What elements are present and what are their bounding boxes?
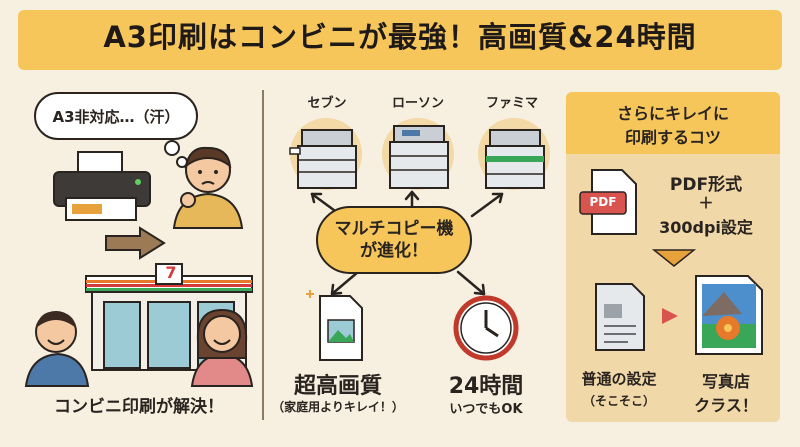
page-title: A3印刷はコンビニが最強！高画質&24時間 bbox=[103, 20, 697, 54]
store-label-lawson: ローソン bbox=[391, 96, 444, 111]
copier-familymart-icon bbox=[478, 118, 550, 190]
store-label-familymart: ファミマ bbox=[485, 96, 538, 111]
home-printer-icon bbox=[53, 151, 151, 221]
center-line-1: マルチコピー機 bbox=[334, 219, 454, 239]
image-document-icon bbox=[306, 290, 363, 361]
copier-seven-icon bbox=[289, 118, 362, 190]
plain-document-icon bbox=[595, 283, 645, 351]
store-sign: 7 bbox=[165, 263, 177, 282]
tip-plus: ＋ bbox=[698, 194, 714, 212]
photo-shop-sub: クラス！ bbox=[694, 396, 758, 415]
clock-icon bbox=[453, 295, 519, 361]
thought-dot bbox=[164, 140, 180, 156]
arrow-right-small-icon bbox=[662, 308, 678, 324]
arrow-right-icon bbox=[105, 226, 166, 260]
tips-header-line-1: さらにキレイに bbox=[616, 104, 729, 123]
pdf-file-icon bbox=[579, 169, 637, 235]
center-line-2: が進化！ bbox=[360, 241, 428, 261]
feature-24h-sub: いつでもOK bbox=[449, 402, 523, 417]
left-caption: コンビニ印刷が解決！ bbox=[54, 397, 224, 417]
tip-pdf-format: PDF形式 bbox=[669, 175, 743, 195]
multi-copier-bubble: マルチコピー機 が進化！ bbox=[316, 206, 472, 274]
tips-header-line-2: 印刷するコツ bbox=[624, 128, 721, 147]
worried-person-icon bbox=[172, 146, 244, 229]
arrows-group bbox=[310, 190, 504, 296]
pdf-badge: PDF bbox=[589, 195, 617, 209]
feature-high-quality: 超高画質 bbox=[293, 374, 382, 399]
thought-bubble: A3非対応…（汗） bbox=[34, 92, 198, 140]
man-pointing-icon bbox=[24, 311, 90, 387]
feature-24h: 24時間 bbox=[448, 374, 524, 399]
store-label-seven: セブン bbox=[307, 96, 347, 111]
photo-shop-label: 写真店 bbox=[701, 372, 750, 391]
normal-setting-sub: （そこそこ） bbox=[582, 394, 655, 408]
copier-lawson-icon bbox=[382, 118, 454, 190]
photo-print-icon bbox=[695, 275, 763, 355]
feature-high-quality-sub: （家庭用よりキレイ！） bbox=[272, 400, 404, 414]
title-band bbox=[18, 10, 782, 70]
tips-panel-header bbox=[566, 92, 780, 154]
woman-smiling-icon bbox=[190, 308, 254, 387]
column-divider-left bbox=[262, 90, 264, 420]
normal-setting-label: 普通の設定 bbox=[581, 370, 657, 388]
chevron-down-icon bbox=[651, 249, 697, 267]
tip-300dpi: 300dpi設定 bbox=[659, 218, 753, 237]
